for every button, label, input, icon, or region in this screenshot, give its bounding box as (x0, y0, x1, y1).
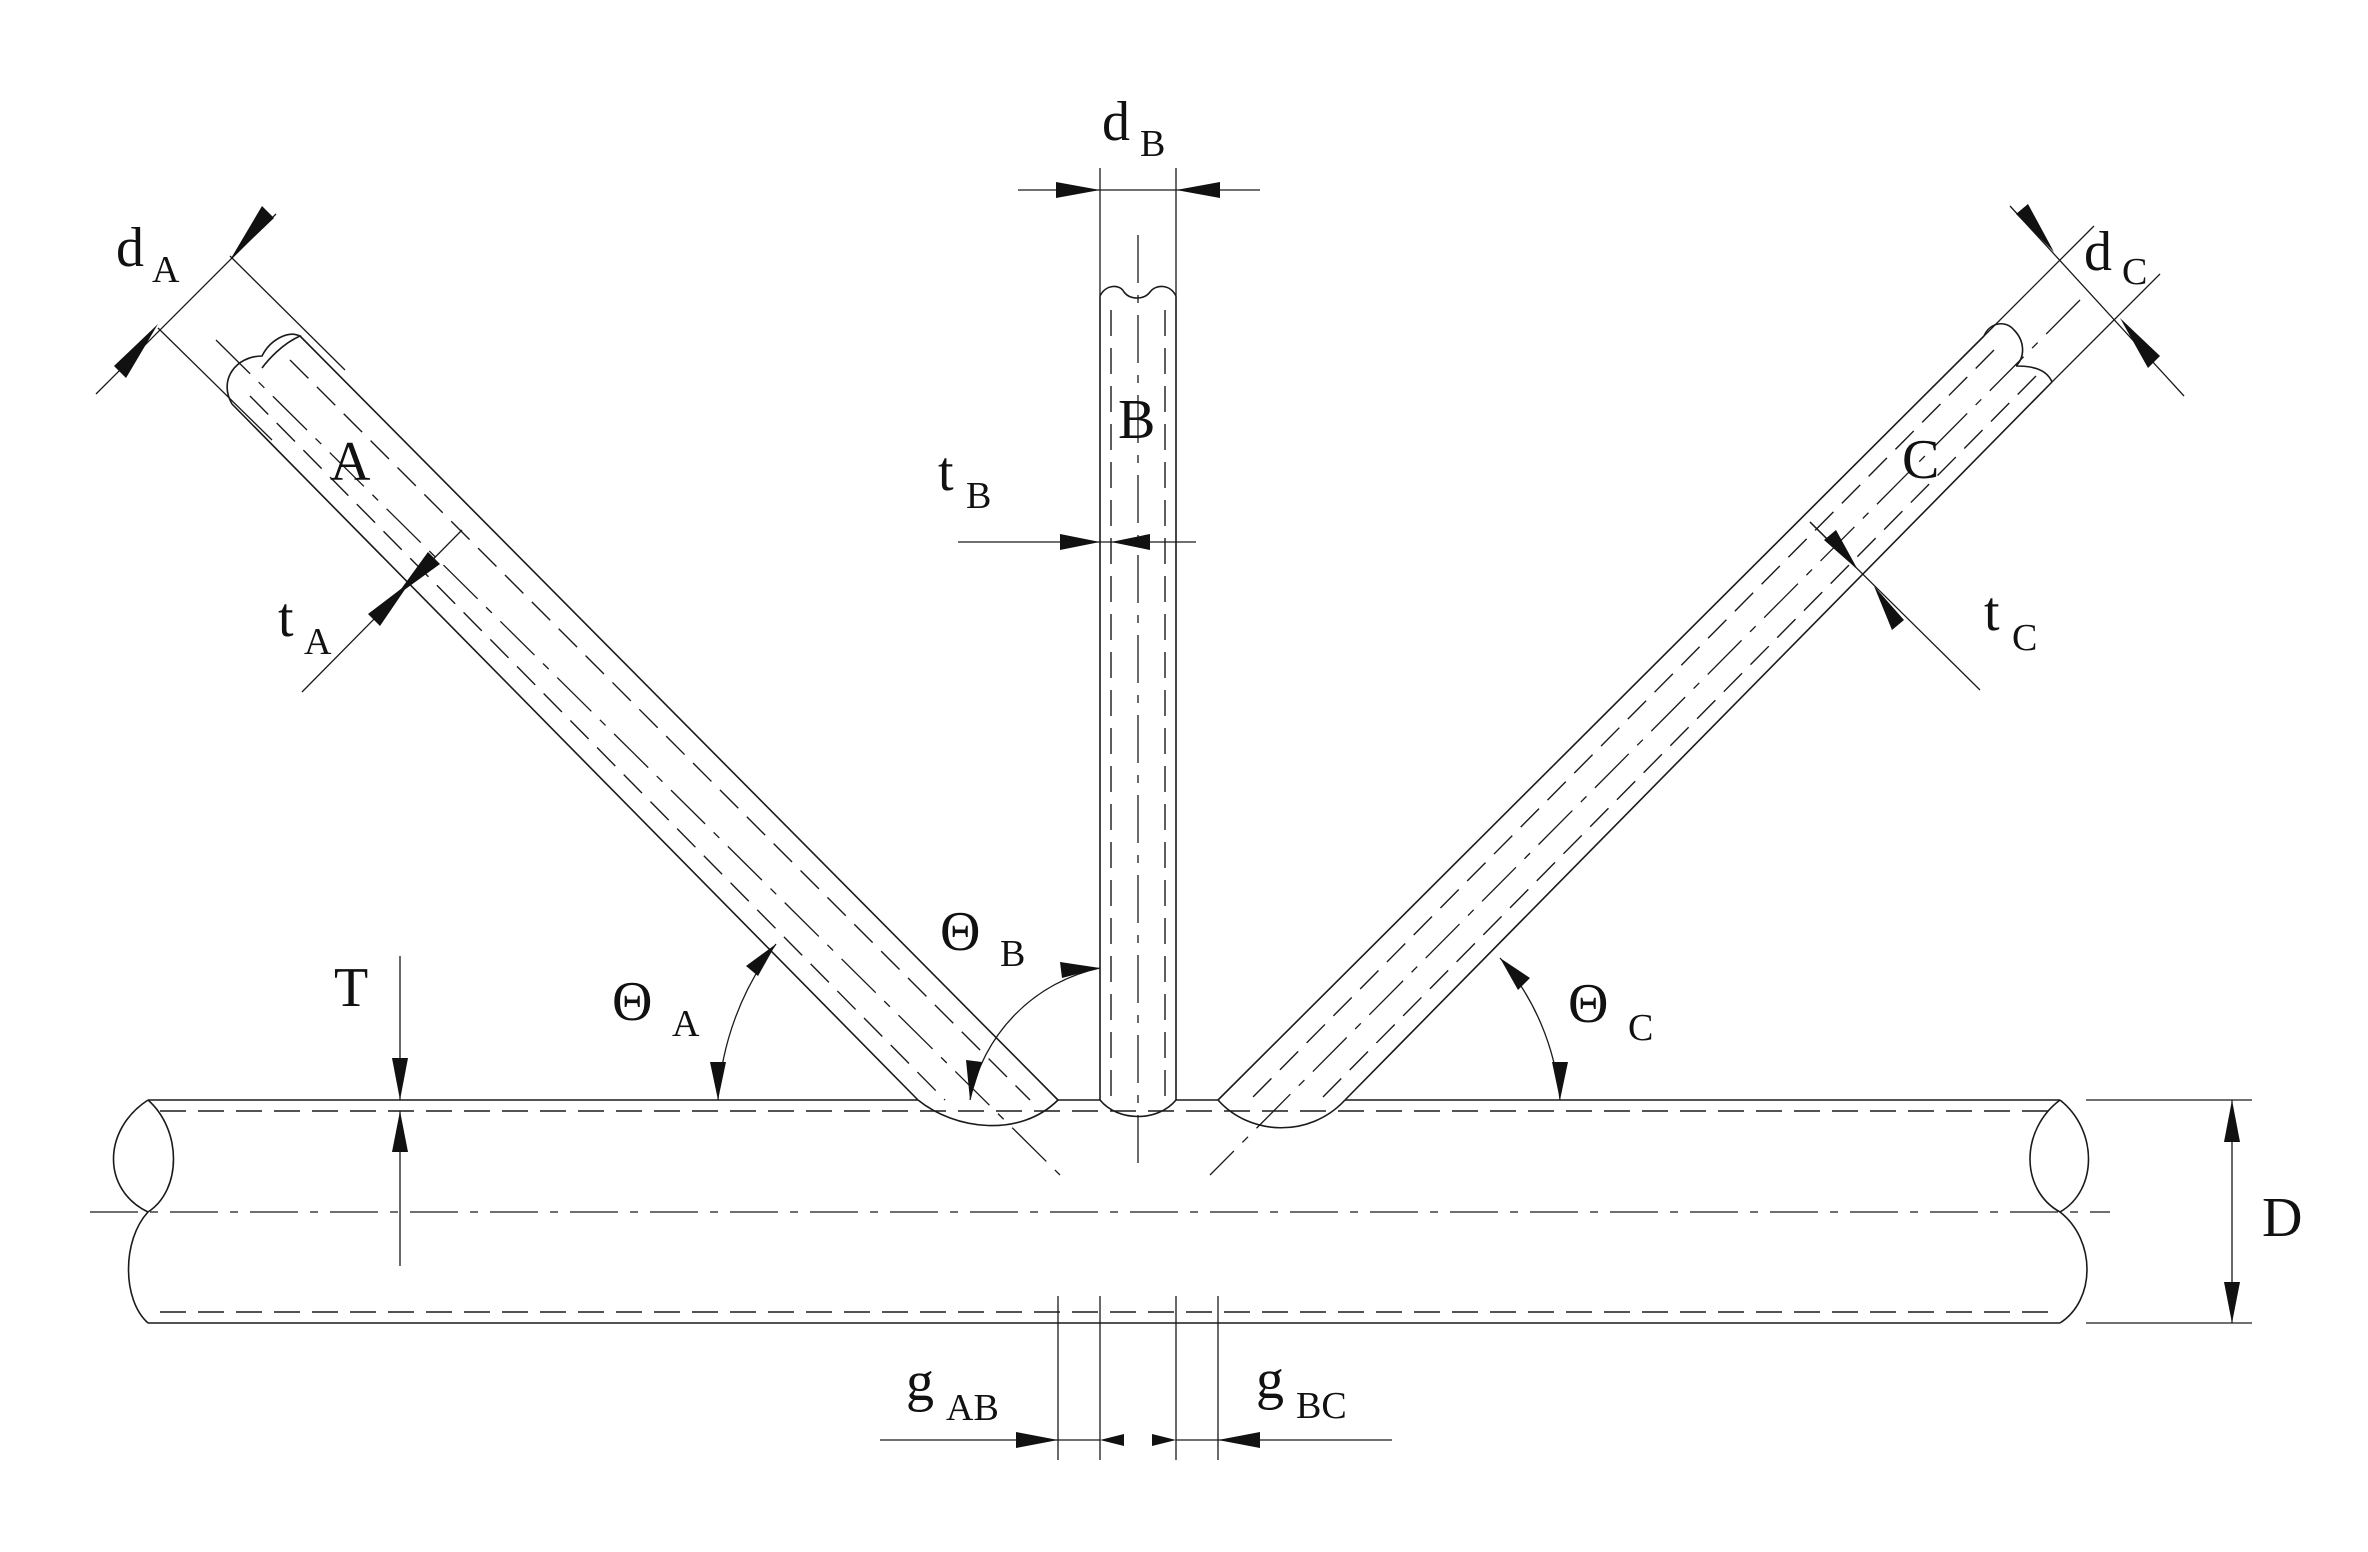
gap-ab-sub: AB (946, 1387, 999, 1429)
t-b-arrow-1 (1060, 534, 1100, 550)
gap-bc-arrow-1 (1152, 1434, 1176, 1446)
brace-c-upper-outline (1217, 335, 1985, 1101)
dimension-d-b: d B (1018, 91, 1260, 296)
brace-a-upper-inner (289, 359, 1031, 1101)
chord-right-break (2029, 1099, 2090, 1324)
brace-b-saddle (1099, 1099, 1177, 1118)
t-c-arrow-1 (1824, 530, 1858, 570)
angle-theta-c: Θ C (1499, 957, 1653, 1101)
dimension-chord-t: T (334, 956, 408, 1266)
theta-a-arrow-2 (746, 944, 776, 976)
gap-bc-label: g (1256, 1349, 1284, 1411)
chord-left-break (112, 1099, 175, 1324)
brace-a-centerline (215, 339, 1061, 1176)
brace-a-saddle (917, 1099, 1059, 1127)
dimension-chord-d: D (2086, 1099, 2302, 1324)
d-c-extension-1 (1983, 225, 2095, 337)
d-c-label: d (2084, 221, 2112, 283)
chord-tube (90, 1099, 2110, 1324)
d-b-sub: B (1140, 123, 1165, 165)
d-c-sub: C (2122, 251, 2147, 293)
theta-c-label: Θ (1568, 973, 1608, 1035)
d-b-label: d (1102, 91, 1130, 153)
brace-c-end-cap (1983, 323, 2053, 383)
t-a-label: t (278, 587, 294, 649)
d-a-label: d (116, 217, 144, 279)
t-a-arrow-2 (368, 582, 410, 626)
theta-c-arrow-2 (1552, 1062, 1568, 1100)
chord-t-arrow-1 (392, 1058, 408, 1100)
d-c-arrow-1 (2016, 204, 2054, 252)
theta-b-sub: B (1000, 933, 1025, 975)
theta-b-label: Θ (940, 901, 980, 963)
chord-t-label: T (334, 957, 368, 1019)
brace-c-centerline (1209, 299, 2081, 1176)
theta-a-arc (717, 943, 777, 1101)
t-b-label: t (938, 441, 954, 503)
t-a-sub: A (304, 621, 332, 663)
dimension-d-c: d C (1983, 204, 2185, 397)
t-c-sub: C (2012, 617, 2037, 659)
angle-theta-b: Θ B (940, 901, 1101, 1101)
chord-t-arrow-2 (392, 1111, 408, 1152)
brace-a-upper-outline (299, 335, 1059, 1101)
theta-c-arrow-1 (1500, 958, 1530, 990)
d-c-arrow-2 (2120, 318, 2160, 368)
brace-a-lower-inner (249, 395, 946, 1101)
brace-c-label: C (1902, 429, 1939, 491)
d-c-extension-2 (2051, 273, 2161, 383)
t-c-label: t (1984, 581, 2000, 643)
brace-c-tube (1209, 299, 2081, 1176)
brace-a-end-cap (226, 333, 302, 405)
gap-bc-sub: BC (1296, 1385, 1347, 1427)
brace-a-tube (215, 333, 1061, 1176)
brace-c-upper-inner (1249, 349, 1995, 1101)
brace-c-lower-outline (1344, 381, 2053, 1101)
brace-c-lower-inner (1319, 375, 2037, 1101)
dimension-t-a: t A (278, 529, 463, 693)
t-b-sub: B (966, 475, 991, 517)
theta-b-arrow-2 (1060, 962, 1100, 978)
theta-b-arrow-1 (966, 1060, 982, 1100)
d-a-extension-1 (229, 255, 346, 371)
brace-b-end-cap (1099, 285, 1177, 299)
theta-a-arrow-1 (710, 1062, 726, 1100)
angle-theta-a: Θ A (612, 943, 777, 1101)
brace-a-label: A (330, 431, 371, 493)
d-b-arrow-1 (1056, 182, 1100, 198)
t-b-arrow-2 (1111, 534, 1150, 550)
brace-c-saddle (1217, 1099, 1346, 1129)
chord-d-arrow-1 (2224, 1100, 2240, 1142)
d-a-extension-2 (157, 327, 273, 441)
brace-a-lower-outline (231, 403, 919, 1101)
dimension-t-c: t C (1809, 521, 2037, 691)
theta-b-arc (969, 967, 1101, 1101)
d-a-arrow-2 (114, 324, 158, 378)
theta-c-sub: C (1628, 1007, 1653, 1049)
d-a-arrow-1 (230, 206, 274, 260)
theta-a-sub: A (672, 1003, 700, 1045)
dimension-gaps: g AB g BC (880, 1296, 1392, 1460)
gap-bc-arrow-2 (1218, 1432, 1260, 1448)
d-b-arrow-2 (1176, 182, 1220, 198)
chord-d-label: D (2262, 1187, 2302, 1249)
dimension-d-a: d A (95, 206, 346, 441)
gap-ab-arrow-2 (1100, 1434, 1124, 1446)
d-a-sub: A (152, 249, 180, 291)
t-c-arrow-2 (1874, 586, 1904, 630)
gap-ab-arrow-1 (1016, 1432, 1058, 1448)
dimension-t-b: t B (938, 441, 1196, 550)
chord-d-arrow-2 (2224, 1282, 2240, 1323)
gap-ab-label: g (906, 1351, 934, 1413)
d-c-dimension-line (2009, 205, 2185, 397)
brace-b-label: B (1118, 389, 1155, 451)
theta-a-label: Θ (612, 971, 652, 1033)
brace-b-tube (1099, 235, 1177, 1175)
theta-c-arc (1499, 957, 1561, 1101)
